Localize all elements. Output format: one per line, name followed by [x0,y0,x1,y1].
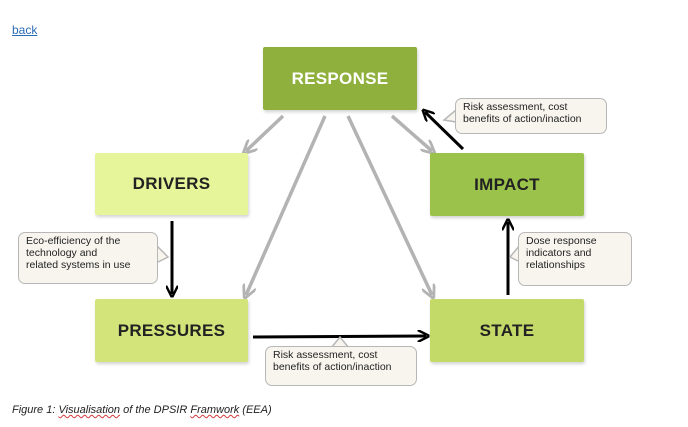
response-label: RESPONSE [291,68,389,88]
pressures-box: PRESSURES [95,299,248,362]
state-box: STATE [430,299,584,362]
callout-state-impact: Dose response indicators and relationshi… [518,232,632,286]
callout-left-tail [155,244,170,264]
arrow-response-to-drivers [246,114,285,151]
caption-word-framwork: Framwork [190,404,240,416]
drivers-label: DRIVERS [132,174,211,193]
callout-drivers-pressures: Eco-efficiency of the technology and rel… [18,232,158,284]
back-link[interactable]: back [12,23,38,37]
callout-response-impact: Risk assessment, cost benefits of action… [455,98,607,134]
response-box: RESPONSE [263,47,417,110]
pressures-label: PRESSURES [117,320,226,340]
callout-top-tail [442,109,457,123]
callout-right-tail [508,244,521,263]
impact-label: IMPACT [474,174,540,194]
caption-middle: of the DPSIR [120,404,191,416]
drivers-box: DRIVERS [95,153,248,215]
caption-prefix: Figure 1: [12,404,59,416]
arrow-response-to-impact [390,114,432,151]
caption-suffix: (EEA) [239,404,272,416]
arrow-response-to-state [346,115,432,295]
state-label: STATE [479,320,535,340]
figure-caption: Figure 1: Visualisation of the DPSIR Fra… [12,404,272,416]
arrow-impact-to-response [425,112,465,151]
arrow-response-to-pressures [246,115,327,295]
caption-word-visualisation: Visualisation [58,404,121,416]
callout-bottom-tail [330,335,350,349]
impact-box: IMPACT [430,153,584,216]
callout-pressures-state: Risk assessment, cost benefits of action… [265,346,417,386]
